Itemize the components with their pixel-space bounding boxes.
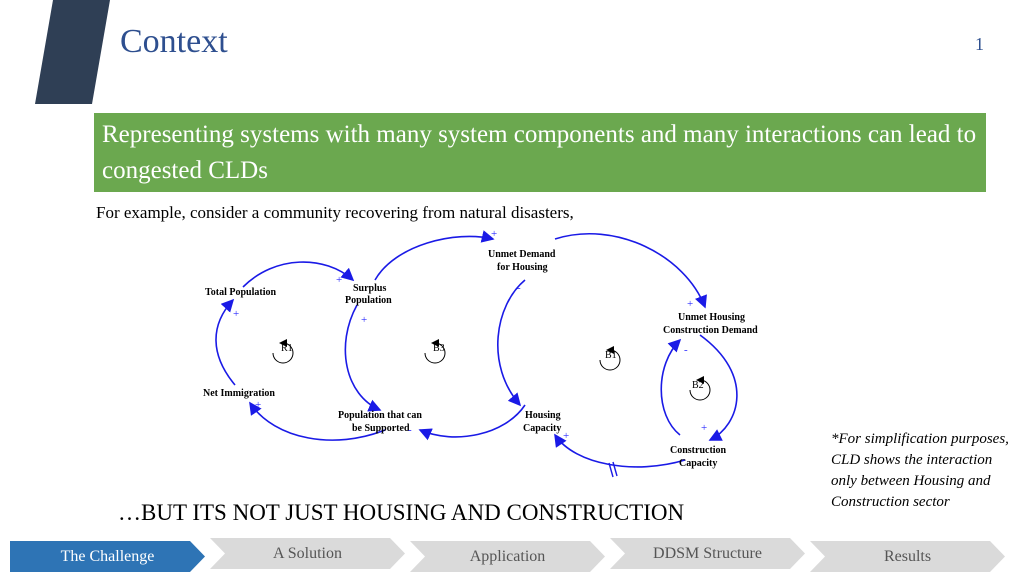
- polarity-plus: +: [687, 298, 693, 310]
- section-navigation: The Challenge A Solution Application DDS…: [10, 538, 1014, 574]
- intro-text: For example, consider a community recove…: [96, 203, 574, 222]
- page-number: 1: [975, 34, 984, 54]
- key-message-banner: Representing systems with many system co…: [94, 113, 986, 192]
- simplification-note: *For simplification purposes, CLD shows …: [831, 431, 1009, 510]
- var-surplus-population-1: Surplus: [353, 283, 386, 294]
- var-total-population: Total Population: [205, 287, 276, 298]
- link-netimm-totalpop: [215, 298, 236, 386]
- var-unmet-housing-1: Unmet Housing: [678, 312, 745, 323]
- loop-label-b1: B1: [605, 350, 617, 361]
- nav-tab-the-challenge[interactable]: The Challenge: [10, 541, 205, 572]
- bottom-statement: …BUT ITS NOT JUST HOUSING AND CONSTRUCTI…: [118, 500, 685, 525]
- polarity-plus: +: [361, 314, 367, 326]
- var-housing-capacity-1: Housing: [525, 410, 561, 421]
- link-popsup-netimm: [249, 401, 386, 441]
- nav-tab-ddsm-structure[interactable]: DDSM Structure: [610, 538, 805, 569]
- polarity-plus: +: [701, 422, 707, 434]
- loop-label-r1: R1: [281, 343, 293, 354]
- polarity-plus: +: [336, 274, 342, 286]
- loop-r1-arrow: [272, 339, 294, 364]
- nav-tab-application[interactable]: Application: [410, 541, 605, 572]
- link-surplus-unmet: [374, 230, 495, 281]
- var-unmet-demand-2: for Housing: [497, 262, 548, 273]
- var-surplus-population-2: Population: [345, 295, 392, 306]
- var-pop-supported-2: be Supported: [352, 423, 410, 434]
- link-construction-housing: [554, 433, 686, 468]
- causal-loop-diagram: Total Population Surplus Population Unme…: [203, 228, 758, 478]
- delay-mark: [608, 461, 618, 478]
- polarity-plus: +: [233, 308, 239, 320]
- var-construction-capacity-1: Construction: [670, 445, 727, 456]
- var-unmet-demand-1: Unmet Demand: [488, 249, 556, 260]
- link-unmethousing-construction: [699, 334, 738, 441]
- polarity-minus: -: [684, 344, 688, 356]
- polarity-plus: +: [563, 430, 569, 442]
- page-title: Context: [120, 23, 228, 60]
- polarity-minus: -: [517, 282, 521, 294]
- polarity-minus: -: [408, 424, 412, 436]
- nav-tab-label: Results: [883, 547, 932, 565]
- polarity-plus: +: [255, 399, 261, 411]
- var-housing-capacity-2: Capacity: [523, 423, 561, 434]
- loop-label-b2: B2: [692, 380, 704, 391]
- var-unmet-housing-2: Construction Demand: [663, 325, 758, 336]
- link-unmet-housing: [497, 279, 526, 407]
- link-surplus-popsup: [344, 304, 382, 412]
- nav-tab-results[interactable]: Results: [810, 541, 1005, 572]
- loop-label-b3: B3: [433, 343, 445, 354]
- nav-tab-label: Application: [469, 547, 546, 565]
- nav-tab-label: The Challenge: [60, 547, 155, 565]
- decorative-slash-shape: [35, 0, 110, 104]
- nav-tab-label: DDSM Structure: [653, 544, 762, 562]
- nav-tab-label: A Solution: [273, 544, 342, 562]
- link-unmet-unmethousing: [554, 232, 707, 309]
- nav-tab-a-solution[interactable]: A Solution: [210, 538, 405, 569]
- loop-b1-arrow: [599, 346, 621, 371]
- link-construction-unmethousing: [660, 338, 682, 436]
- var-net-immigration: Net Immigration: [203, 388, 275, 399]
- link-housing-popsup: [418, 404, 526, 441]
- var-construction-capacity-2: Capacity: [679, 458, 717, 469]
- polarity-plus: +: [491, 228, 497, 240]
- var-pop-supported-1: Population that can: [338, 410, 422, 421]
- loop-b2-arrow: [689, 376, 711, 401]
- loop-b3-arrow: [424, 339, 446, 364]
- link-totalpop-surplus: [242, 261, 355, 288]
